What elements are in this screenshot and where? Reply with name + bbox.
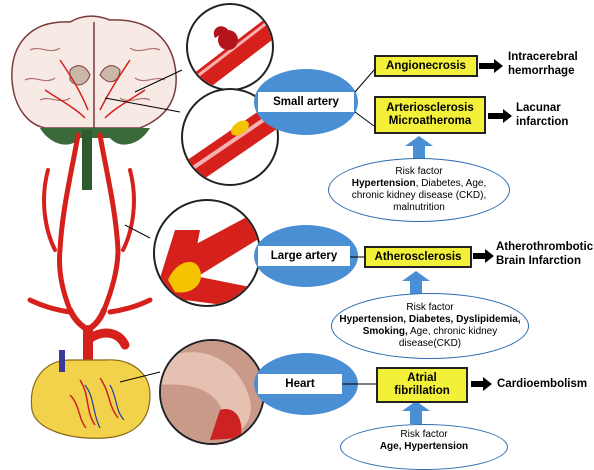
risk-line: disease(CKD)	[399, 338, 461, 350]
arteriosclerosis-text: Arteriosclerosis	[386, 102, 474, 115]
risk-line: chronic kidney disease (CKD),	[352, 190, 487, 202]
risk-factor-large-artery: Risk factor Hypertension, Diabetes, Dysl…	[331, 293, 529, 359]
atrial-fibrillation-box: Atrial fibrillation	[376, 367, 468, 403]
risk-title: Risk factor	[400, 429, 447, 441]
outcome-lacunar-line2: infarction	[516, 115, 568, 129]
risk-bold: Hypertension	[352, 178, 416, 189]
outcome-hemorrhage: Intracerebral hemorrhage	[508, 50, 578, 78]
risk-factor-small-artery: Risk factor Hypertension, Diabetes, Age,…	[328, 158, 510, 222]
risk-line: Hypertension, Diabetes, Dyslipidemia,	[339, 314, 520, 326]
risk-line: Smoking, Age, chronic kidney	[363, 326, 498, 338]
arteriosclerosis-box: Arteriosclerosis Microatheroma	[374, 96, 486, 134]
microatheroma-text: Microatheroma	[389, 115, 471, 128]
blue-ovals	[254, 69, 358, 415]
outcome-atherothrombotic-line2: Brain Infarction	[496, 254, 593, 268]
risk-factor-heart: Risk factor Age, Hypertension	[340, 424, 508, 470]
risk-bold: Smoking,	[363, 326, 408, 337]
zoom-circle-atherosclerosis	[150, 200, 265, 310]
atrial-text: Atrial	[407, 372, 436, 385]
outcome-atherothrombotic-line1: Atherothrombotic	[496, 240, 593, 254]
heart-illustration	[31, 350, 150, 438]
atherosclerosis-text: Atherosclerosis	[375, 251, 462, 264]
outcome-lacunar: Lacunar infarction	[516, 101, 568, 129]
atherosclerosis-box: Atherosclerosis	[364, 246, 472, 268]
outcome-atherothrombotic: Atherothrombotic Brain Infarction	[496, 240, 593, 268]
brain-illustration	[12, 16, 176, 190]
angionecrosis-text: Angionecrosis	[386, 60, 466, 73]
outcome-lacunar-line1: Lacunar	[516, 101, 568, 115]
risk-line: Age, Hypertension	[380, 441, 468, 453]
heart-label: Heart	[258, 374, 342, 394]
angionecrosis-box: Angionecrosis	[374, 55, 478, 77]
outcome-hemorrhage-line2: hemorrhage	[508, 64, 578, 78]
risk-rest: Age, chronic kidney	[408, 326, 498, 337]
small-artery-label: Small artery	[258, 92, 354, 112]
risk-rest: , Diabetes, Age,	[416, 178, 487, 189]
fibrillation-text: fibrillation	[394, 385, 450, 398]
risk-title: Risk factor	[395, 166, 442, 178]
risk-line: Hypertension, Diabetes, Age,	[352, 178, 487, 190]
outcome-hemorrhage-line1: Intracerebral	[508, 50, 578, 64]
outcome-cardioembolism: Cardioembolism	[497, 377, 587, 391]
risk-line: malnutrition	[393, 202, 445, 214]
outcome-cardioembolism-text: Cardioembolism	[497, 377, 587, 391]
large-artery-label: Large artery	[258, 246, 350, 266]
risk-title: Risk factor	[406, 302, 453, 314]
